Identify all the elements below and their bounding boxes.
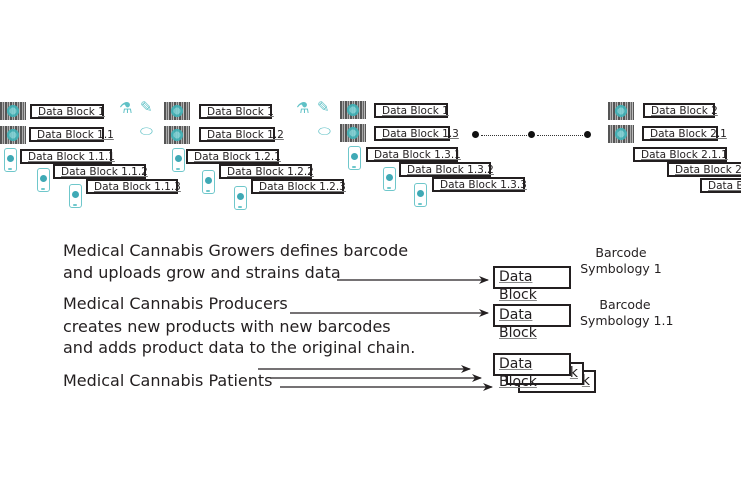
barcode-icon xyxy=(608,102,634,120)
dropper-icon: ✎ xyxy=(140,98,153,116)
pills-icon: ⬭ xyxy=(318,122,331,140)
producers-text-line3: and adds product data to the original ch… xyxy=(63,338,416,357)
ellipsis-dot xyxy=(472,131,479,138)
data-block: Data Block 1.1 xyxy=(29,127,114,142)
data-block: Data Block 1 xyxy=(199,104,274,119)
producers-text-line1: Medical Cannabis Producers xyxy=(63,294,288,313)
smartphone-icon xyxy=(4,148,17,172)
data-block: Data Block 1.3.1 xyxy=(366,147,461,162)
data-block: Data Block 1.2.2 xyxy=(219,164,314,179)
data-block: Data Block 2.1 xyxy=(667,162,741,177)
data-block: Data Block 1.3.3 xyxy=(432,177,527,192)
barcode-icon xyxy=(608,125,634,143)
smartphone-icon xyxy=(234,186,247,210)
data-block: Data Block 1.3 xyxy=(374,126,459,141)
data-block: Data B xyxy=(700,178,741,193)
symbology-1-label: Barcode Symbology 1 xyxy=(580,245,662,276)
barcode-icon xyxy=(340,101,366,119)
data-block: Data Block 1.2.3 xyxy=(251,179,346,194)
data-block: Data Block 2 xyxy=(643,103,718,118)
data-block: Data Block 1 xyxy=(30,104,105,119)
smartphone-icon xyxy=(37,168,50,192)
barcode-icon xyxy=(0,126,26,144)
barcode-icon xyxy=(340,124,366,142)
dotted-line xyxy=(481,135,527,136)
growers-text-line2: and uploads grow and strains data xyxy=(63,263,341,282)
data-block: Data Block 1.3.2 xyxy=(399,162,494,177)
smartphone-icon xyxy=(414,183,427,207)
data-block: Data Block 2.1.1 xyxy=(633,147,728,162)
dotted-line xyxy=(537,135,583,136)
smartphone-icon xyxy=(348,146,361,170)
patient-data-block-front: Data Block xyxy=(493,353,571,390)
dropper-icon: ✎ xyxy=(317,98,330,116)
data-block: Data Block 2.1 xyxy=(642,126,727,141)
data-block: Data Block 1.1.1 xyxy=(20,149,115,164)
barcode-icon xyxy=(164,102,190,120)
data-block: Data Block 1.2.1 xyxy=(186,149,281,164)
smartphone-icon xyxy=(202,170,215,194)
data-block: Data Block 1.1.3 xyxy=(86,179,181,194)
producers-text-line2: creates new products with new barcodes xyxy=(63,317,391,336)
growers-text-line1: Medical Cannabis Growers defines barcode xyxy=(63,241,409,260)
ellipsis-dot xyxy=(584,131,591,138)
smartphone-icon xyxy=(172,148,185,172)
patients-text: Medical Cannabis Patients xyxy=(63,371,273,390)
ellipsis-dot xyxy=(528,131,535,138)
pills-icon: ⬭ xyxy=(140,122,153,140)
data-block: Data Block 1 xyxy=(374,103,449,118)
data-block: Data Block 1.1.2 xyxy=(53,164,148,179)
smartphone-icon xyxy=(69,184,82,208)
smartphone-icon xyxy=(383,167,396,191)
symbology-1-1-label: Barcode Symbology 1.1 xyxy=(580,297,674,328)
producer-data-block: Data Block xyxy=(493,304,571,341)
flask-icon: ⚗ xyxy=(119,99,133,117)
flask-icon: ⚗ xyxy=(296,99,310,117)
data-block: Data Block 1.2 xyxy=(199,127,284,142)
barcode-icon xyxy=(0,102,26,120)
grower-data-block: Data Block xyxy=(493,266,571,303)
barcode-icon xyxy=(164,126,190,144)
